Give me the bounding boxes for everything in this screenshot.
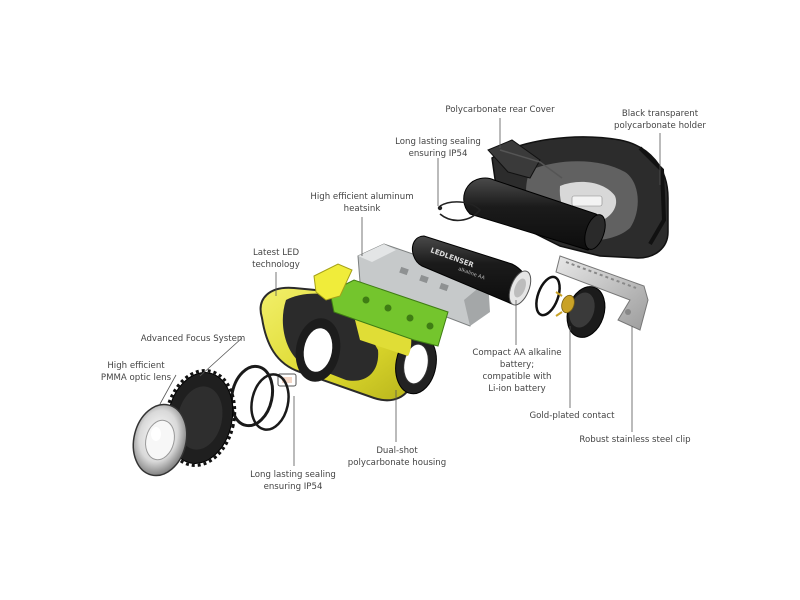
sealing-wire-top [437,201,482,222]
label-housing: Dual-shot polycarbonate housing [347,446,447,468]
label-polycarbonate-rear-cover: Polycarbonate rear Cover [445,105,555,115]
label-latest-led: Latest LED technology [252,248,300,270]
label-sealing-bottom: Long lasting sealing ensuring IP54 [250,470,336,492]
sealing-rings-bottom [229,364,290,431]
label-optic-lens: High efficient PMMA optic lens [100,361,172,383]
gold-plated-contact [555,286,606,338]
label-compact-battery: Compact AA alkaline battery; compatible … [472,348,562,394]
label-advanced-focus: Advanced Focus System [140,334,246,344]
label-gold-contact: Gold-plated contact [529,411,615,421]
yellow-button [313,263,353,301]
label-black-transparent-holder: Black transparent polycarbonate holder [614,109,706,131]
leader-lines [159,118,661,466]
label-sealing-top: Long lasting sealing ensuring IP54 [395,137,481,159]
battery-oring [535,275,561,317]
label-heatsink: High efficient aluminum heatsink [310,192,414,214]
green-pcb [329,279,449,347]
aluminum-heatsink [357,243,490,327]
aa-battery: LEDLENSER alkaline AA [411,235,532,306]
label-steel-clip: Robust stainless steel clip [579,435,691,445]
optic-lens [132,403,188,477]
stainless-steel-clip [555,255,649,331]
